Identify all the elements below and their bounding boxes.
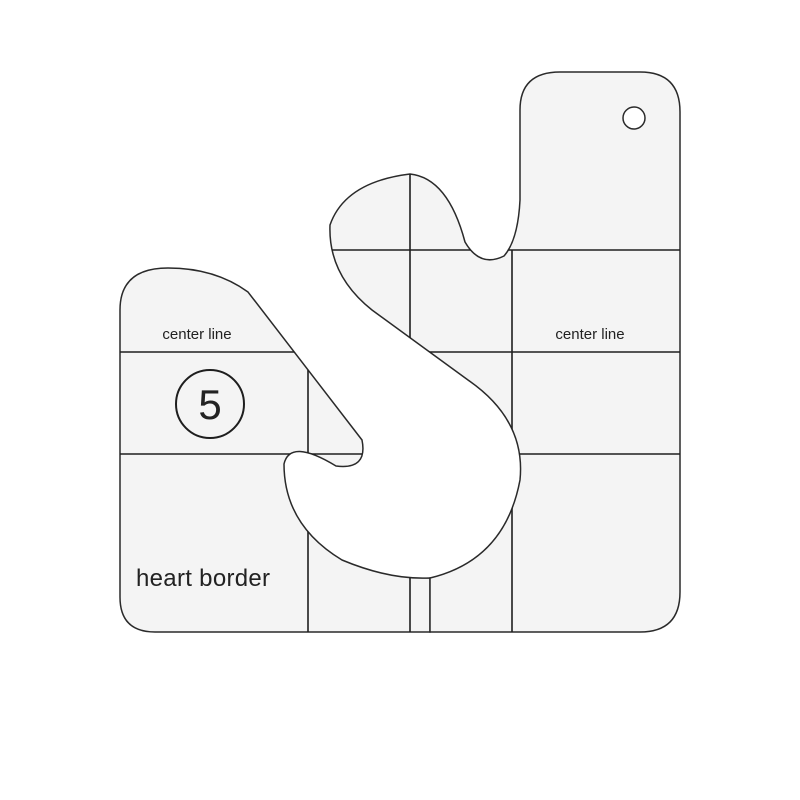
template-name: heart border xyxy=(136,565,270,592)
template-number: 5 xyxy=(198,381,221,428)
right-ruler-piece: center line xyxy=(329,71,681,633)
left-ruler-piece: center line 5 heart border xyxy=(119,267,431,633)
center-line-label-right: center line xyxy=(555,326,624,343)
center-line-label-left: center line xyxy=(162,326,231,343)
left-piece-shape xyxy=(119,267,431,633)
circled-number-icon: 5 xyxy=(175,369,245,439)
number-circle xyxy=(175,369,245,439)
hanging-hole-icon xyxy=(622,106,646,130)
